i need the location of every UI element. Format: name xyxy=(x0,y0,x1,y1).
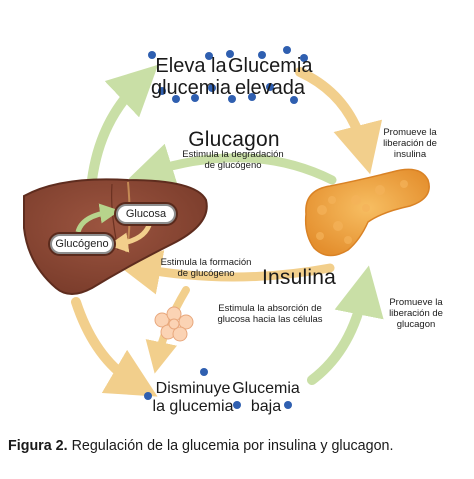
label-raise-glucemia: Eleva la glucemia xyxy=(150,55,232,100)
glucose-dot xyxy=(248,93,256,101)
glucose-dot xyxy=(228,95,236,103)
glucose-pill: Glucosa xyxy=(116,204,176,224)
glucose-dots xyxy=(144,46,308,409)
arrow-glucose-to-glycogen xyxy=(108,221,153,253)
label-low-glucemia: Glucemia baja xyxy=(232,380,300,415)
label-absorption: Estimula la absorción de glucosa hacia l… xyxy=(217,303,323,325)
glucose-dot xyxy=(300,54,308,62)
glucose-dot xyxy=(191,94,199,102)
glucose-dot xyxy=(148,51,156,59)
label-release-insulin: Promueve la liberación de insulina xyxy=(383,127,437,160)
glucose-dot xyxy=(290,96,298,104)
label-degradation: Estimula la degradación de glucógeno xyxy=(182,149,284,171)
caption-label: Figura 2. xyxy=(8,438,68,454)
glucose-dot xyxy=(200,368,208,376)
label-insulina: Insulina xyxy=(262,266,336,289)
arrow-insulina xyxy=(115,250,335,295)
glycogen-pill: Glucógeno xyxy=(50,234,114,254)
glucose-dot xyxy=(258,51,266,59)
arrow-liver-to-bottom xyxy=(71,297,158,397)
caption-text: Regulación de la glucemia por insulina y… xyxy=(67,438,394,454)
glucose-dot xyxy=(172,95,180,103)
glucose-dot xyxy=(283,46,291,54)
figure-caption: Figura 2. Regulación de la glucemia por … xyxy=(8,438,393,454)
label-formation: Estimula la formación de glucógeno xyxy=(160,257,252,279)
arrow-liver-to-top xyxy=(87,64,159,185)
glucose-dot xyxy=(284,401,292,409)
label-high-glucemia: Glucemia elevada xyxy=(228,55,313,100)
glucose-dot xyxy=(208,84,216,92)
glucose-dot xyxy=(144,392,152,400)
label-release-glucagon: Promueve la liberación de glucagon xyxy=(389,297,443,330)
arrow-top-to-pancreas xyxy=(295,67,383,175)
glucose-dot xyxy=(226,50,234,58)
arrow-glucagon xyxy=(128,143,337,187)
cells-cluster xyxy=(154,306,194,342)
glucose-dot xyxy=(266,83,274,91)
pancreas-graphic xyxy=(304,168,430,257)
label-glucagon: Glucagon xyxy=(188,128,280,151)
glucose-dot xyxy=(158,87,166,95)
label-lower-glucemia: Disminuye la glucemia xyxy=(152,380,234,415)
arrow-bottom-to-pancreas xyxy=(307,265,384,385)
arrow-glycogen-to-glucose xyxy=(75,203,120,233)
glucose-dot xyxy=(205,52,213,60)
glucose-dot xyxy=(233,401,241,409)
